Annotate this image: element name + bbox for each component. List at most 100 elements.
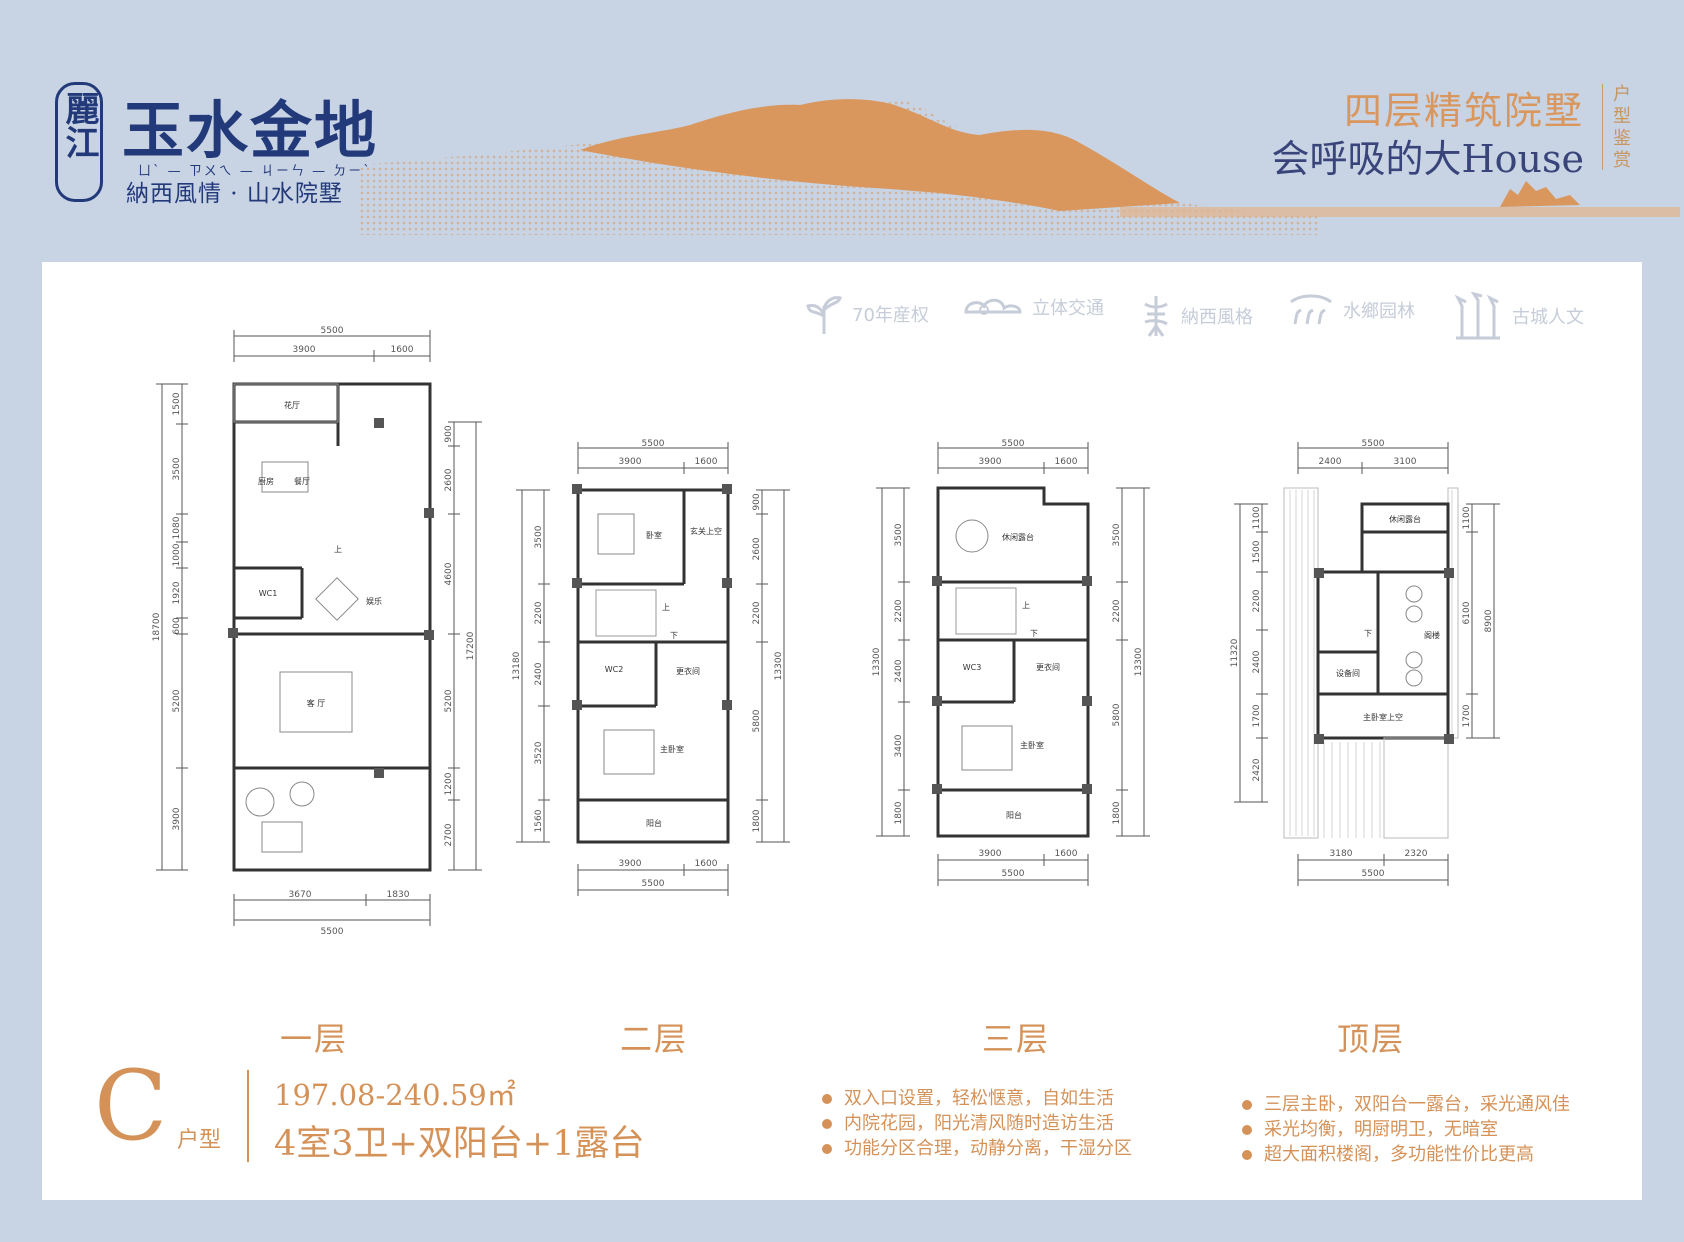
dim: 6100 bbox=[1462, 601, 1472, 624]
dim: 13300 bbox=[1134, 647, 1144, 676]
logo-seal-text: 麗江 bbox=[59, 91, 99, 159]
feature-label: 立体交通 bbox=[1032, 298, 1104, 319]
dim: 5800 bbox=[1112, 703, 1122, 726]
floor2-plan: 5500 3900 1600 3900 1600 5500 3500 2200 … bbox=[512, 439, 790, 896]
dim: 600 bbox=[172, 617, 182, 634]
room-label: 上 bbox=[662, 603, 670, 612]
room-label: 更衣间 bbox=[1036, 662, 1060, 672]
feature-label: 70年産权 bbox=[852, 305, 929, 326]
dim: 1830 bbox=[387, 890, 410, 900]
room-label: 阁楼 bbox=[1424, 630, 1440, 640]
room-label: 客 厅 bbox=[307, 698, 326, 708]
dim: 3100 bbox=[1394, 457, 1417, 467]
logo-title: 玉水金地 bbox=[122, 94, 379, 167]
floor-label: 顶层 bbox=[1337, 1020, 1406, 1058]
room-label: 下 bbox=[1364, 629, 1372, 638]
water-icon bbox=[1290, 294, 1332, 325]
logo-naxi-script: ㄩˋ — ㄗㄨㄟ — ㄐㄧㄣ — ㄉㄧˋ bbox=[138, 164, 372, 179]
dim: 1600 bbox=[391, 345, 414, 355]
feature-item: 納西風格 bbox=[1139, 292, 1253, 340]
dim: 900 bbox=[444, 425, 454, 442]
unit-layout: 4室3卫+双阳台+1露台 bbox=[274, 1124, 645, 1164]
list-item: 双入口设置，轻松惬意，自如生活 bbox=[822, 1086, 1132, 1111]
feature-list-right: 三层主卧，双阳台一露台，采光通风佳 采光均衡，明厨明卫，无暗室 超大面积楼阁，多… bbox=[1242, 1092, 1570, 1167]
dim: 3900 bbox=[293, 345, 316, 355]
room-label: 卧室 bbox=[646, 530, 662, 540]
dim: 1800 bbox=[752, 809, 762, 832]
dim: 5200 bbox=[172, 689, 182, 712]
tagline-divider bbox=[1602, 84, 1603, 170]
bullet-icon bbox=[1242, 1099, 1252, 1110]
unit-letter: C bbox=[94, 1050, 168, 1162]
list-item: 内院花园，阳光清风随时造访生活 bbox=[822, 1111, 1132, 1136]
dim: 900 bbox=[752, 493, 762, 510]
dim: 2400 bbox=[534, 662, 544, 685]
dim: 1500 bbox=[172, 392, 182, 415]
dim: 3500 bbox=[172, 457, 182, 480]
room-label: 休闲露台 bbox=[1389, 514, 1421, 524]
dim: 3500 bbox=[894, 523, 904, 546]
dim: 1080 bbox=[172, 516, 182, 539]
dim: 5500 bbox=[642, 439, 665, 449]
list-item-text: 内院花园，阳光清风随时造访生活 bbox=[844, 1113, 1114, 1134]
list-item-text: 超大面积楼阁，多功能性价比更高 bbox=[1264, 1144, 1534, 1165]
feature-list-left: 双入口设置，轻松惬意，自如生活 内院花园，阳光清风随时造访生活 功能分区合理，动… bbox=[822, 1086, 1132, 1161]
roof-plan: 5500 2400 3100 3180 2320 5500 1100 1500 … bbox=[1230, 439, 1500, 886]
dim: 2200 bbox=[534, 601, 544, 624]
dim: 3180 bbox=[1330, 849, 1353, 859]
dim: 4600 bbox=[444, 562, 454, 585]
unit-divider bbox=[247, 1070, 249, 1162]
dim: 1600 bbox=[1055, 849, 1078, 859]
room-label: 上 bbox=[334, 545, 342, 554]
room-label: WC1 bbox=[259, 589, 278, 598]
dim: 1800 bbox=[894, 801, 904, 824]
dim: 2420 bbox=[1252, 758, 1262, 781]
dim: 13180 bbox=[512, 651, 522, 680]
list-item: 三层主卧，双阳台一露台，采光通风佳 bbox=[1242, 1092, 1570, 1117]
list-item-text: 功能分区合理，动静分离，干湿分区 bbox=[844, 1138, 1132, 1159]
dim: 3400 bbox=[894, 734, 904, 757]
room-label: 阳台 bbox=[1006, 810, 1022, 820]
dim: 1000 bbox=[172, 543, 182, 566]
tagline-line1: 四层精筑院墅 bbox=[1343, 89, 1584, 133]
list-item-text: 采光均衡，明厨明卫，无暗室 bbox=[1264, 1119, 1498, 1140]
dim: 2200 bbox=[894, 599, 904, 622]
dim: 3500 bbox=[1112, 523, 1122, 546]
floor-label: 二层 bbox=[620, 1020, 689, 1058]
room-label: 娱乐 bbox=[366, 596, 382, 606]
dim: 2200 bbox=[1252, 589, 1262, 612]
room-label: 主卧室 bbox=[660, 744, 684, 754]
dim: 2200 bbox=[1112, 599, 1122, 622]
room-label: 花厅 bbox=[284, 400, 300, 410]
room-label: 休闲露台 bbox=[1002, 532, 1034, 542]
dim: 5500 bbox=[1002, 439, 1025, 449]
dim: 3900 bbox=[172, 807, 182, 830]
list-item-text: 三层主卧，双阳台一露台，采光通风佳 bbox=[1264, 1094, 1570, 1115]
room-label: 主卧室上空 bbox=[1363, 712, 1403, 722]
list-item: 功能分区合理，动静分离，干湿分区 bbox=[822, 1136, 1132, 1161]
dim: 2400 bbox=[1252, 650, 1262, 673]
dim: 1100 bbox=[1252, 506, 1262, 529]
floor-label: 一层 bbox=[280, 1020, 349, 1058]
dim: 5500 bbox=[1362, 439, 1385, 449]
room-label: 上 bbox=[1022, 601, 1030, 610]
dim: 5500 bbox=[642, 879, 665, 889]
dim: 3900 bbox=[619, 457, 642, 467]
dim: 1600 bbox=[695, 859, 718, 869]
feature-item: 古城人文 bbox=[1452, 292, 1584, 340]
mountain-illustration bbox=[360, 99, 1680, 235]
list-item: 采光均衡，明厨明卫，无暗室 bbox=[1242, 1117, 1570, 1142]
dim: 5500 bbox=[321, 927, 344, 937]
room-label: 更衣间 bbox=[676, 666, 700, 676]
sprout-icon bbox=[806, 296, 842, 334]
dim: 2600 bbox=[444, 468, 454, 491]
dim: 1800 bbox=[1112, 801, 1122, 824]
dim: 3900 bbox=[979, 457, 1002, 467]
list-item-text: 双入口设置，轻松惬意，自如生活 bbox=[844, 1088, 1114, 1109]
room-label: WC3 bbox=[963, 663, 982, 672]
dim: 5200 bbox=[444, 689, 454, 712]
dim: 1560 bbox=[534, 809, 544, 832]
dim: 1600 bbox=[695, 457, 718, 467]
dim: 1500 bbox=[1252, 540, 1262, 563]
dim: 1700 bbox=[1462, 704, 1472, 727]
